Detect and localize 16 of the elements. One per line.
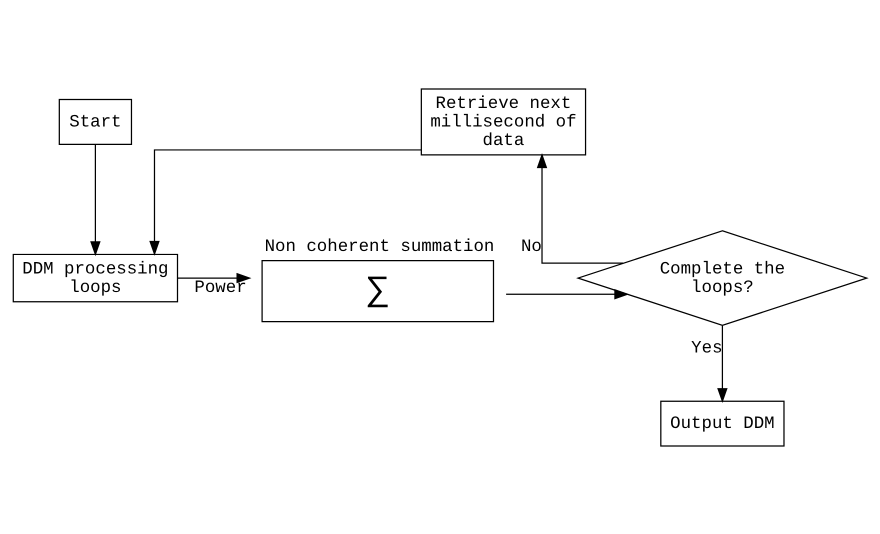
edge-label: No (520, 238, 542, 257)
node-diamond: Complete the loops? (576, 230, 869, 326)
arrow (90, 144, 101, 256)
arrow (717, 325, 728, 403)
arrow (149, 148, 422, 256)
edge-label: Yes (691, 338, 723, 358)
node-box: DDM processing loops (12, 253, 178, 302)
node-box: ∑ (261, 260, 494, 322)
arrow (536, 152, 624, 264)
node-label: Non coherent summation (264, 237, 494, 256)
node-box: Retrieve next millisecond of data (420, 88, 586, 156)
arrow (178, 272, 252, 283)
arrow (506, 288, 630, 299)
node-box: Output DDM (660, 400, 785, 446)
node-box: Start (58, 98, 132, 144)
edge-label: Power (194, 278, 247, 298)
